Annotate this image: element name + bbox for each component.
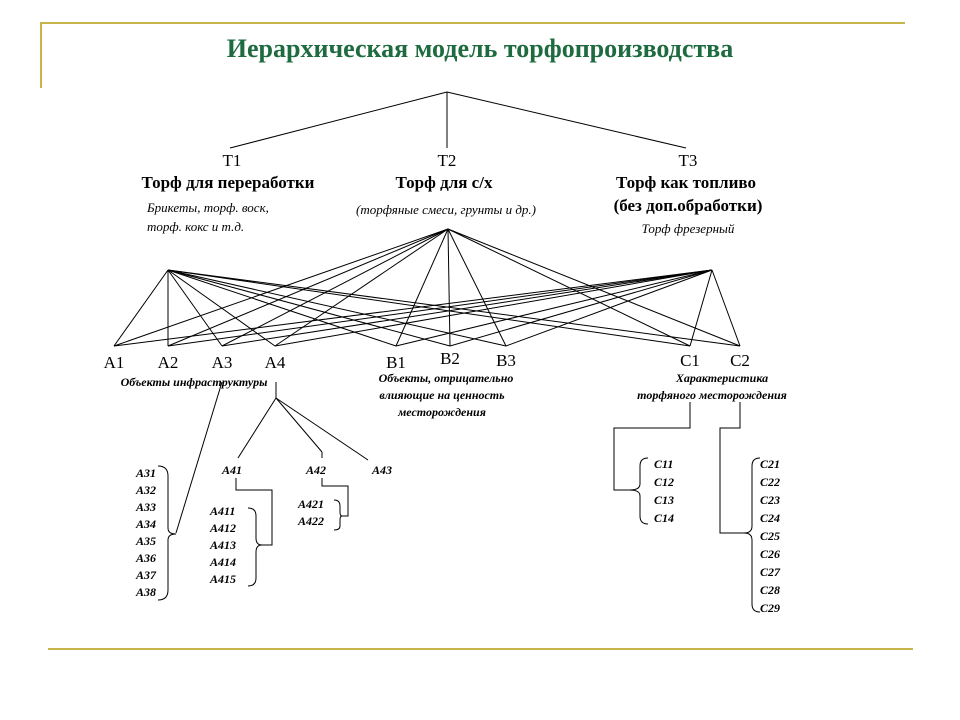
type-t2-note: (торфяные смеси, грунты и др.) [356, 202, 536, 217]
list-item: A32 [135, 483, 156, 497]
list-item: C23 [760, 493, 780, 507]
type-t1-note-1: Брикеты, торф. воск, [146, 200, 269, 215]
connector-line [447, 228, 741, 347]
connector-line [447, 228, 451, 347]
list-item: C28 [760, 583, 780, 597]
list-item: C22 [760, 475, 780, 489]
criterion-c2: C2 [730, 351, 750, 370]
type-t3-code: T3 [679, 151, 698, 170]
left-accent-line [40, 22, 42, 88]
connector-line [447, 228, 691, 347]
list-item: A33 [135, 500, 156, 514]
criterion-a3: A3 [212, 353, 233, 372]
list-item: A412 [209, 521, 236, 535]
type-t1-name: Торф для переработки [142, 173, 315, 192]
connector-line [167, 269, 451, 347]
list-item: C21 [760, 457, 780, 471]
connector-line [395, 269, 713, 347]
connector-line [167, 228, 449, 347]
list-item: A414 [209, 555, 236, 569]
list-item: C29 [760, 601, 780, 615]
diagram-connectors [113, 91, 761, 613]
connector-line [274, 269, 713, 347]
type-t2-name: Торф для с/х [396, 173, 493, 192]
connector-line [113, 269, 169, 347]
type-t1-code: T1 [223, 151, 242, 170]
criterion-c1: C1 [680, 351, 700, 370]
type-t2-code: T2 [438, 151, 457, 170]
connector-line [449, 269, 713, 347]
criterion-a2: A2 [158, 353, 179, 372]
connector-line [167, 269, 691, 347]
criterion-b3: B3 [496, 351, 516, 370]
list-item: A36 [135, 551, 156, 565]
list-item: A31 [135, 466, 156, 480]
type-t3-name-1: Торф как топливо [616, 173, 756, 192]
list-item: A413 [209, 538, 236, 552]
connector-line [113, 228, 449, 347]
connector-line [689, 269, 713, 347]
bottom-accent-line [48, 648, 913, 650]
connector-line [167, 269, 713, 347]
type-t1-note-2: торф. кокс и т.д. [147, 219, 244, 234]
list-item: C27 [760, 565, 781, 579]
criterion-a1: A1 [104, 353, 125, 372]
criterion-a4: A4 [265, 353, 286, 372]
list-item: C24 [760, 511, 780, 525]
group-a-label: Объекты инфраструктуры [121, 375, 268, 389]
group-c-label-2: торфяного месторождения [637, 388, 787, 402]
connector-line [711, 269, 741, 347]
connector-line [447, 228, 507, 347]
group-b-label-3: месторождения [397, 405, 486, 419]
list-item: A38 [135, 585, 156, 599]
list-item: A415 [209, 572, 236, 586]
connector-line [113, 269, 713, 347]
list-item: A37 [135, 568, 157, 582]
a4-child-a43: A43 [371, 463, 392, 477]
list-item: C12 [654, 475, 674, 489]
list-item: A34 [135, 517, 156, 531]
a3-subcriteria-list: A31 A32 A33 A34 A35 A36 A37 A38 [135, 466, 157, 599]
top-accent-line [40, 22, 905, 24]
list-item: C25 [760, 529, 780, 543]
list-item: A422 [297, 514, 324, 528]
criterion-b2: B2 [440, 349, 460, 368]
connector-line [167, 269, 397, 347]
criterion-b1: B1 [386, 353, 406, 372]
connector-line [395, 228, 449, 347]
connector-line [505, 269, 713, 347]
a4-child-a41: A41 [221, 463, 242, 477]
list-item: A35 [135, 534, 156, 548]
group-b-label-1: Объекты, отрицательно [379, 371, 514, 385]
slide-title: Иерархическая модель торфопроизводства [226, 34, 734, 63]
list-item: C26 [760, 547, 780, 561]
connector-line [221, 269, 713, 347]
list-item: A411 [209, 504, 235, 518]
list-item: C13 [654, 493, 674, 507]
group-b-label-2: влияющие на ценность [379, 388, 505, 402]
connector-line [167, 269, 741, 347]
a4-child-a42: A42 [305, 463, 326, 477]
group-c-label-1: Характеристика [675, 371, 768, 385]
type-t3-note: Торф фрезерный [642, 221, 735, 236]
list-item: C14 [654, 511, 674, 525]
list-item: C11 [654, 457, 673, 471]
connector-line [221, 228, 449, 347]
type-t3-name-2: (без доп.обработки) [614, 196, 763, 215]
connector-line [274, 228, 449, 347]
list-item: A421 [297, 497, 324, 511]
